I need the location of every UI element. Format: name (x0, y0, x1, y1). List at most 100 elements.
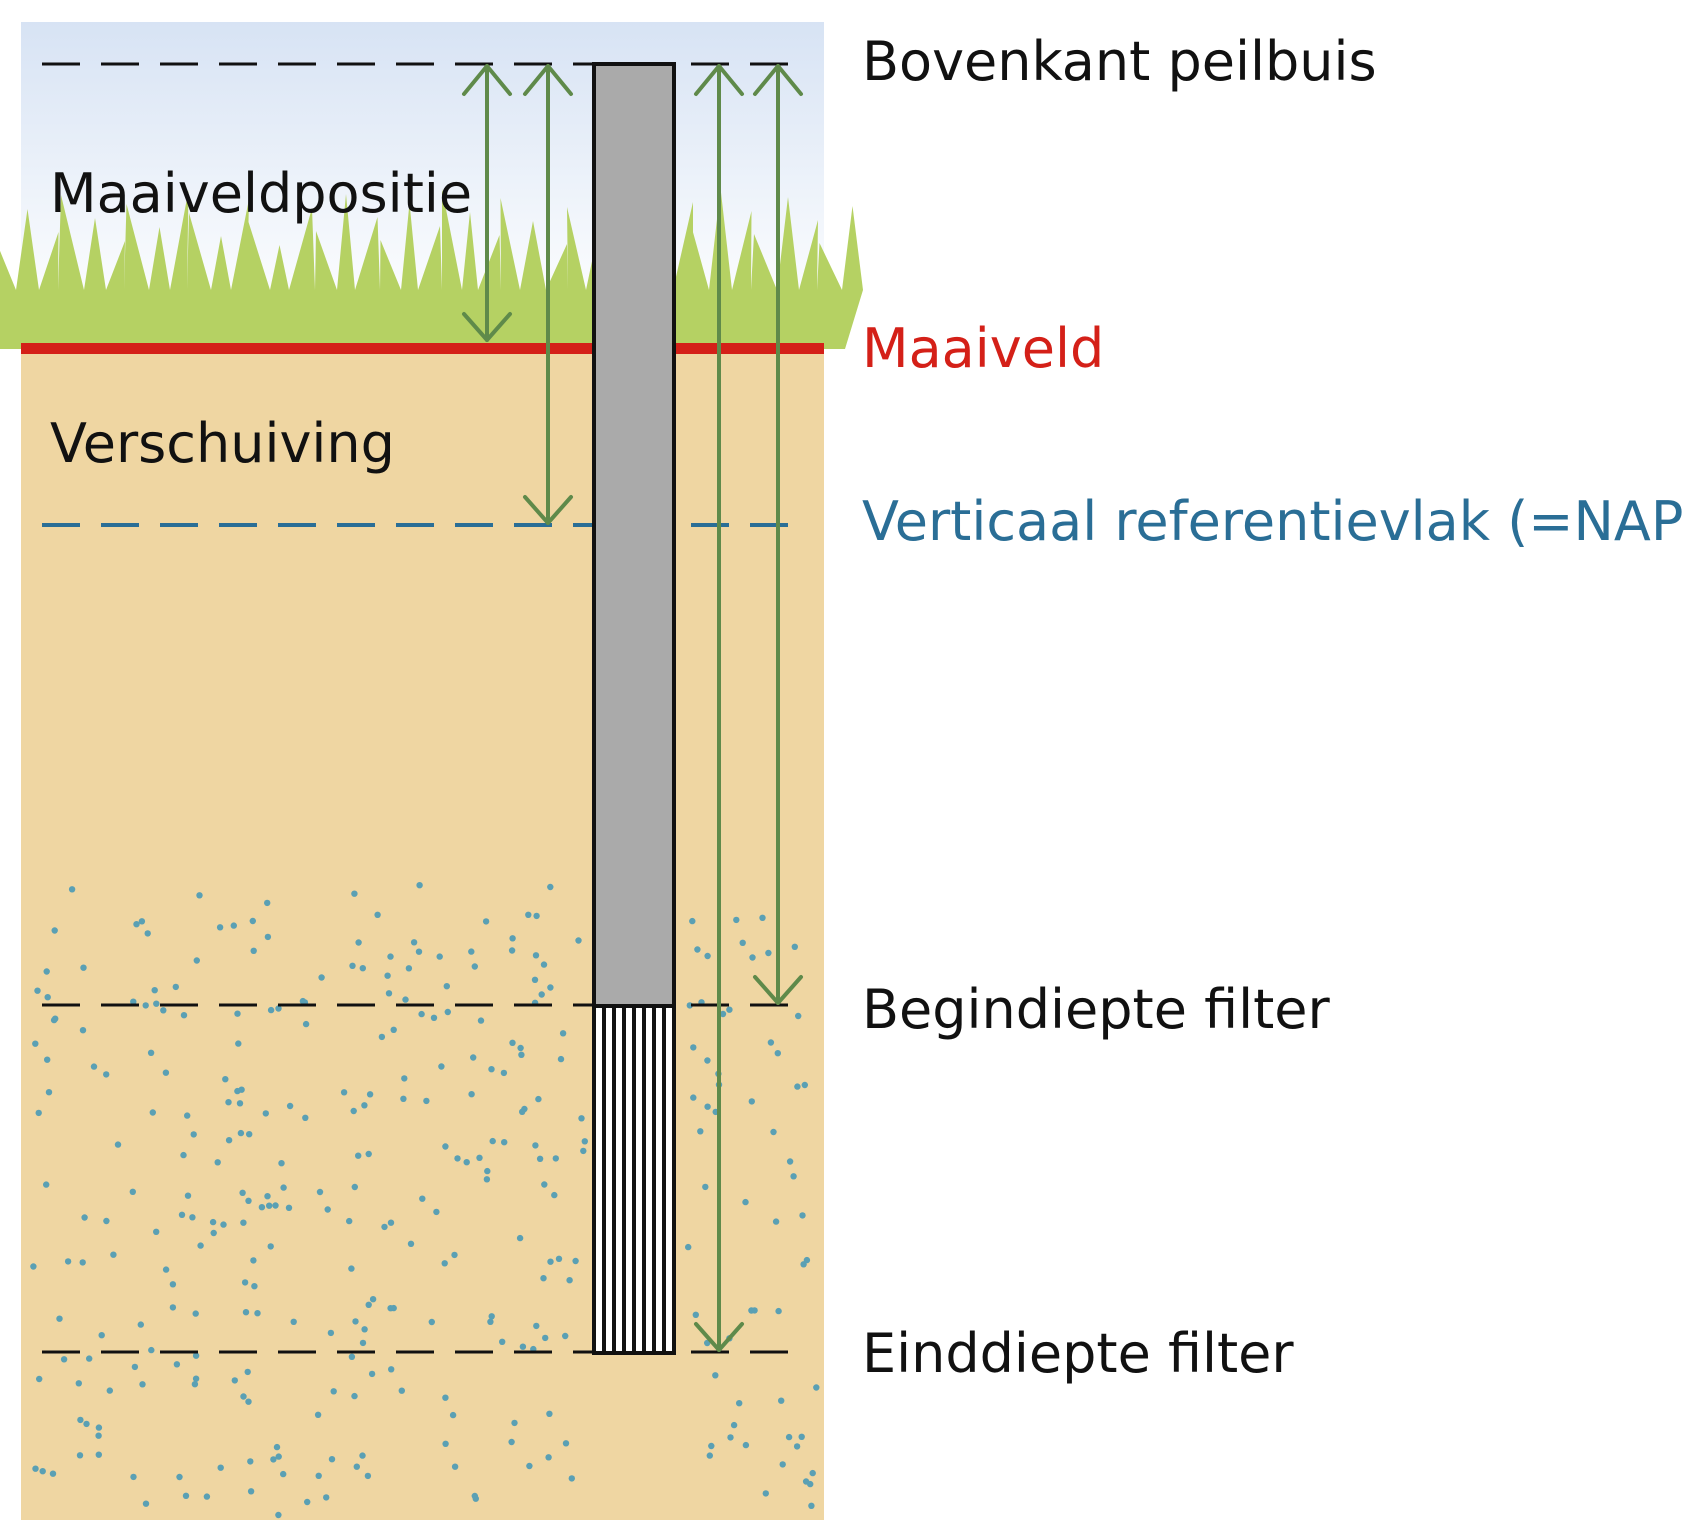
sand-dot (98, 1332, 105, 1339)
sand-dot (708, 1442, 715, 1450)
sand-dot (767, 1039, 775, 1046)
sand-dot (366, 1091, 374, 1098)
sand-dot (712, 1372, 719, 1379)
sand-dot (130, 998, 137, 1005)
sand-dot (689, 917, 696, 925)
sand-dot (488, 1066, 495, 1073)
sand-dot (196, 892, 203, 899)
sand-dot (192, 1310, 199, 1317)
sand-dot (237, 1129, 245, 1137)
sand-dot (250, 1257, 257, 1264)
sand-dot (240, 1219, 247, 1226)
sand-dot (203, 1493, 211, 1500)
sand-dot (562, 1332, 569, 1340)
sand-dot (454, 1155, 461, 1162)
sand-dot (525, 911, 532, 918)
sand-dot (304, 1498, 311, 1506)
sand-dot (468, 948, 475, 955)
sand-dot (130, 1473, 137, 1481)
sand-dot (483, 1176, 491, 1183)
sand-dot (779, 1461, 786, 1468)
sand-dot (526, 1462, 533, 1470)
sand-dot (353, 1463, 360, 1470)
filter-slots (602, 1006, 666, 1352)
sand-dot (217, 1464, 224, 1471)
sand-dot (192, 1375, 200, 1382)
sand-dot (401, 1075, 408, 1082)
sand-dot (547, 1258, 554, 1265)
sand-dot (361, 1326, 368, 1333)
sand-dot (246, 1131, 253, 1138)
sand-dot (786, 1158, 794, 1165)
sand-dot (533, 912, 540, 920)
sand-dot (388, 1366, 395, 1373)
sand-dot (359, 1339, 367, 1347)
sand-dot (519, 1108, 526, 1116)
sand-dot (245, 1197, 252, 1205)
sand-dot (272, 1202, 279, 1209)
sand-dot (545, 1454, 552, 1461)
sand-dot (95, 1432, 102, 1439)
sand-dot (407, 1240, 415, 1248)
sand-dot (180, 1012, 188, 1019)
sand-dot (581, 1138, 588, 1145)
sand-dot (324, 1206, 331, 1213)
sand-dot (275, 1453, 282, 1460)
sand-dot (774, 1050, 781, 1057)
sand-dot (244, 1368, 251, 1376)
sand-dot (249, 917, 256, 925)
sand-dot (390, 1026, 397, 1034)
sand-dot (351, 1392, 358, 1400)
sand-dot (470, 1054, 477, 1061)
sand-dot (451, 1251, 458, 1259)
sand-dot (230, 922, 237, 929)
sand-dot (580, 1147, 587, 1155)
sand-dot (68, 886, 76, 893)
sand-dot (730, 1421, 738, 1429)
sand-dot (234, 1010, 241, 1017)
sand-dot (275, 1005, 282, 1012)
sand-dot (264, 1193, 271, 1200)
sand-dot (278, 1160, 285, 1167)
sand-dot (566, 1277, 573, 1284)
sand-dot (44, 994, 51, 1001)
sand-dot (798, 1433, 805, 1441)
sand-dot (402, 996, 409, 1003)
measurement-arrows (462, 64, 803, 1352)
sand-dot (318, 974, 325, 981)
sand-dot (60, 1356, 68, 1363)
sand-dot (235, 1040, 242, 1047)
tube-body (592, 62, 676, 1008)
sand-dot (532, 1142, 539, 1149)
sand-dot (578, 1115, 585, 1122)
sand-dot (468, 1091, 475, 1098)
arrow-filter-start (753, 64, 803, 1005)
sand-dot (441, 1260, 448, 1267)
sand-dot (739, 939, 746, 946)
sand-dot (210, 1229, 217, 1237)
sand-dot (538, 991, 545, 998)
sand-dot (351, 890, 358, 897)
sand-dot (352, 1318, 359, 1325)
sand-dot (415, 948, 423, 955)
sand-dot (172, 983, 179, 991)
sand-dot (64, 1258, 72, 1265)
sand-dot (692, 1311, 699, 1319)
sand-dot (95, 1424, 103, 1431)
sand-dot (106, 1387, 114, 1394)
sand-dot (778, 1397, 785, 1404)
sand-dot (139, 1381, 146, 1388)
label-filter-end: Einddiepte filter (862, 1322, 1294, 1385)
sand-dot (90, 1063, 98, 1070)
sand-dot (43, 968, 50, 975)
sand-dot (169, 1304, 177, 1311)
sand-dot (540, 1275, 547, 1282)
sand-dot (793, 1443, 801, 1450)
sand-dot (34, 987, 41, 994)
sand-dot (813, 1384, 820, 1391)
sand-dot (314, 1411, 322, 1419)
sand-dot (39, 1468, 46, 1475)
sand-dot (387, 1219, 395, 1226)
sand-dot (704, 1103, 711, 1110)
sand-dot (378, 1033, 386, 1041)
